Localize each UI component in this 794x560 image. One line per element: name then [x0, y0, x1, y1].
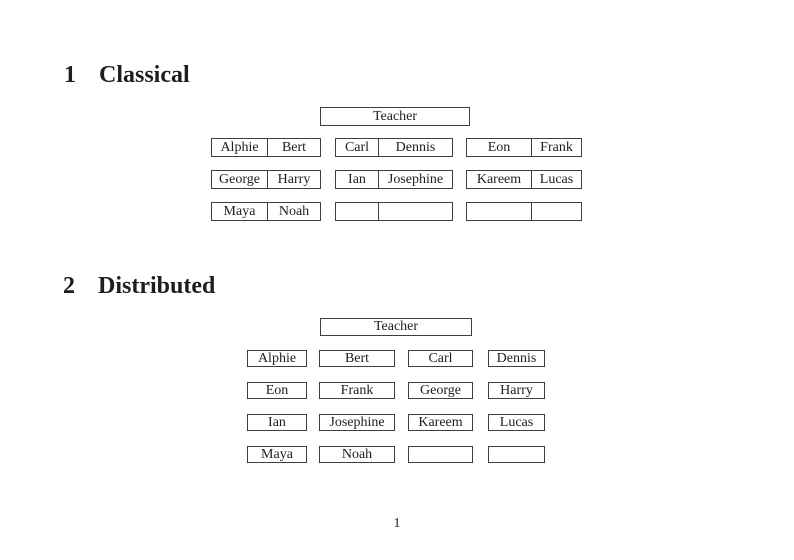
- section-heading-distributed: 2 Distributed: [63, 274, 215, 298]
- empty-seat: [488, 446, 545, 463]
- empty-seat: [408, 446, 473, 463]
- seat-right: Lucas: [539, 171, 574, 187]
- student-seat: George: [408, 382, 473, 399]
- student-desk: George Harry: [211, 170, 321, 189]
- teacher-desk: Teacher: [320, 107, 470, 126]
- student-desk: Kareem Lucas: [466, 170, 582, 189]
- student-desk: Carl Dennis: [335, 138, 453, 157]
- empty-desk: [335, 202, 453, 221]
- teacher-desk: Teacher: [320, 318, 472, 336]
- section-title: Classical: [99, 62, 190, 88]
- seat-left: George: [212, 171, 268, 188]
- student-desk: Alphie Bert: [211, 138, 321, 157]
- student-seat: Kareem: [408, 414, 473, 431]
- empty-seat-right: [379, 203, 452, 220]
- seat-right: Bert: [281, 139, 307, 155]
- student-seat: Frank: [319, 382, 395, 399]
- seat-right: Josephine: [387, 171, 444, 187]
- empty-seat-left: [336, 203, 379, 220]
- section-number: 2: [63, 273, 75, 299]
- student-seat: Carl: [408, 350, 473, 367]
- student-seat: Bert: [319, 350, 395, 367]
- seat-right: Dennis: [395, 139, 436, 155]
- section-number: 1: [64, 62, 76, 88]
- student-desk: Eon Frank: [466, 138, 582, 157]
- seat-left: Alphie: [212, 139, 268, 156]
- student-desk: Ian Josephine: [335, 170, 453, 189]
- empty-desk: [466, 202, 582, 221]
- student-seat: Maya: [247, 446, 307, 463]
- seat-left: Carl: [336, 139, 379, 156]
- student-seat: Josephine: [319, 414, 395, 431]
- student-seat: Ian: [247, 414, 307, 431]
- seat-right: Frank: [540, 139, 573, 155]
- seat-right: Noah: [278, 203, 310, 219]
- seat-left: Eon: [467, 139, 532, 156]
- seat-left: Maya: [212, 203, 268, 220]
- student-seat: Noah: [319, 446, 395, 463]
- seat-left: Kareem: [467, 171, 532, 188]
- student-seat: Eon: [247, 382, 307, 399]
- seat-left: Ian: [336, 171, 379, 188]
- student-seat: Lucas: [488, 414, 545, 431]
- section-heading-classical: 1 Classical: [64, 63, 190, 87]
- empty-seat-left: [467, 203, 532, 220]
- page-number: 1: [393, 516, 401, 531]
- seat-right: Harry: [277, 171, 311, 187]
- student-desk: Maya Noah: [211, 202, 321, 221]
- student-seat: Harry: [488, 382, 545, 399]
- student-seat: Alphie: [247, 350, 307, 367]
- empty-seat-right: [532, 203, 581, 220]
- section-title: Distributed: [98, 273, 216, 299]
- student-seat: Dennis: [488, 350, 545, 367]
